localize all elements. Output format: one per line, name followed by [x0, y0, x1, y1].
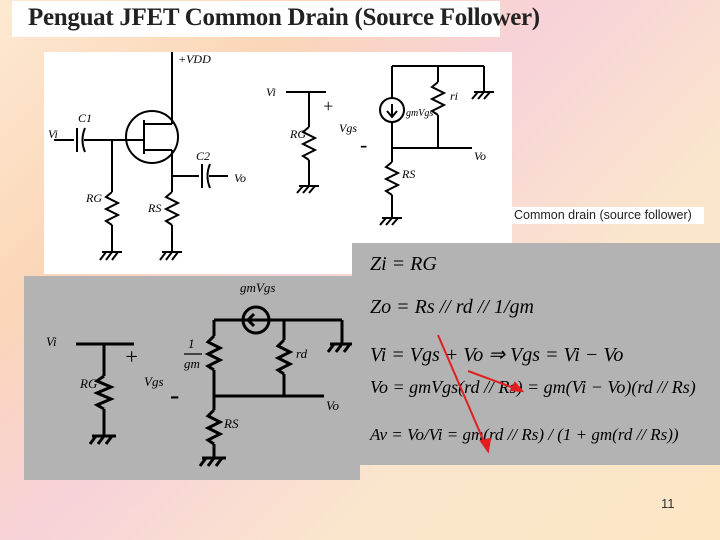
rs-label-1: RS [147, 201, 161, 215]
gm-vgs-label-2: gmVgs [406, 108, 433, 119]
circuit-panel-top: +VDD Vi C1 C2 Vo RG RS Vi + Vgs - RG gmV… [44, 52, 512, 274]
rg-label-1: RG [85, 191, 102, 205]
minus-sign-2: - [360, 132, 367, 157]
inv-num: 1 [188, 336, 195, 351]
equations-panel [352, 243, 720, 465]
c1-label: C1 [78, 111, 92, 125]
rs-label-3: RS [223, 416, 239, 431]
jfet-schematic: +VDD Vi C1 C2 Vo RG RS Vi + Vgs - RG gmV… [48, 52, 494, 261]
circuit-panel-bottom: Vi + Vgs - RG gmVgs 1 gm rd RS Vo [24, 276, 360, 480]
vgs-label-2: Vgs [339, 121, 357, 135]
inv-den: gm [184, 356, 200, 371]
page-number: 11 [661, 496, 675, 511]
vo-label-2: Vo [474, 149, 486, 163]
minus-sign-3: - [170, 380, 179, 411]
eq-zi: Zi = RG [370, 253, 437, 275]
rs-label-2: RS [401, 167, 415, 181]
rg-label-3: RG [79, 376, 98, 391]
plus-sign-3: + [124, 344, 139, 369]
title-box: Penguat JFET Common Drain (Source Follow… [12, 1, 540, 37]
vi-label-3: Vi [46, 334, 57, 349]
vo-label-3: Vo [326, 398, 340, 413]
rg-label-2: RG [289, 127, 306, 141]
caption-label: Common drain (source follower) [512, 207, 704, 224]
eq-av: Av = Vo/Vi = gm(rd // Rs) / (1 + gm(rd /… [370, 425, 679, 444]
eq-vo: Vo = gmVgs(rd // Rs) = gm(Vi − Vo)(rd //… [370, 377, 696, 397]
vi-label-1: Vi [48, 127, 58, 141]
eq-zo: Zo = Rs // rd // 1/gm [370, 296, 534, 318]
eq-vi: Vi = Vgs + Vo ⇒ Vgs = Vi − Vo [370, 344, 624, 366]
vo-label-1: Vo [234, 171, 246, 185]
gm-vgs-label-3: gmVgs [240, 280, 275, 295]
vgs-label-3: Vgs [144, 374, 164, 389]
page-title: Penguat JFET Common Drain (Source Follow… [28, 4, 540, 31]
small-signal-circuit: Vi + Vgs - RG gmVgs 1 gm rd RS Vo [46, 280, 354, 467]
vdd-label: +VDD [178, 52, 211, 66]
plus-sign-2: + [322, 96, 334, 116]
c2-label: C2 [196, 149, 210, 163]
ri-label: ri [450, 89, 458, 103]
vi-label-2: Vi [266, 85, 276, 99]
rd-label: rd [296, 346, 308, 361]
annotation-arrows [437, 334, 525, 454]
